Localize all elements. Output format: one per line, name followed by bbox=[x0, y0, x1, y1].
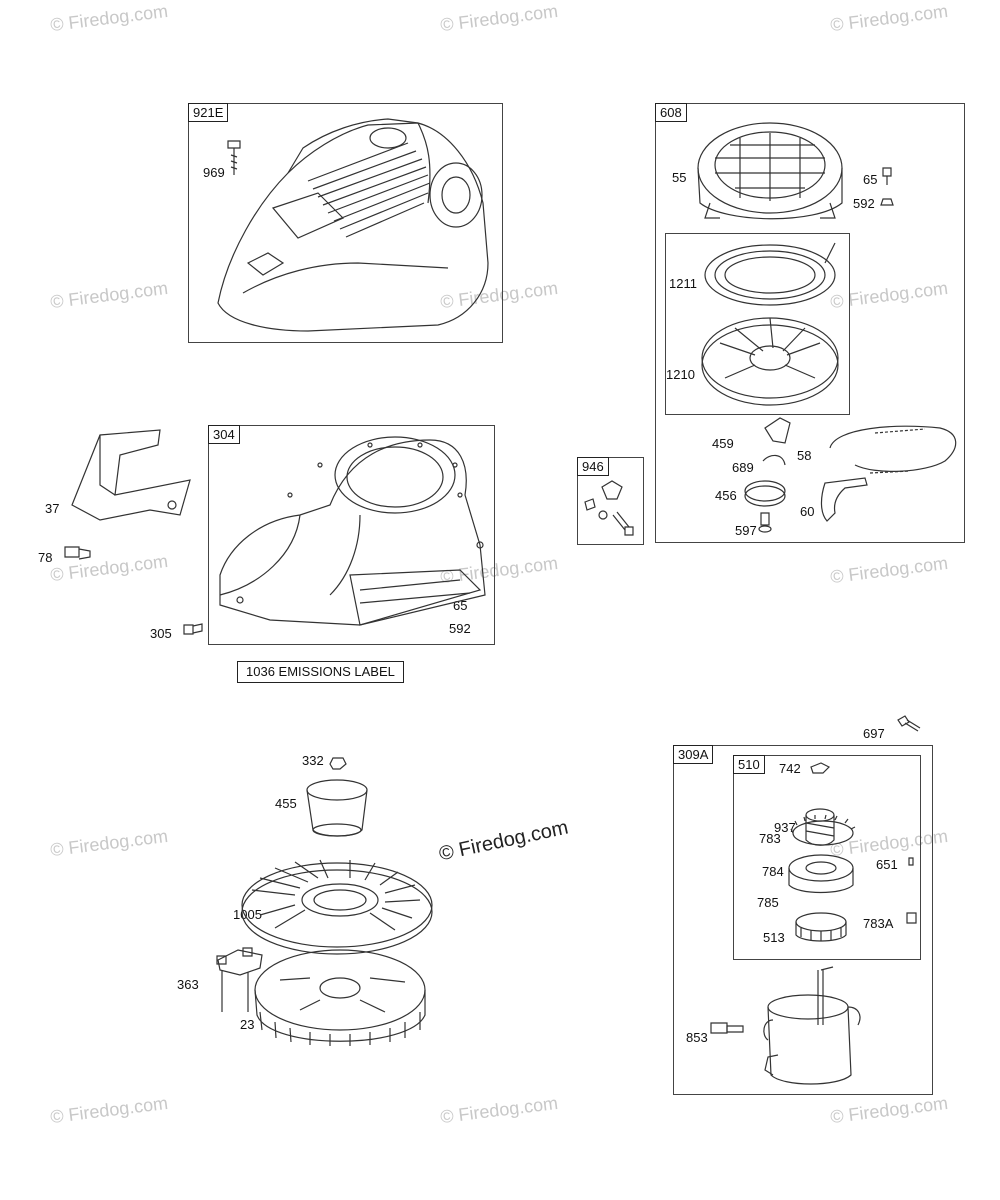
part-label-65-starter: 65 bbox=[863, 172, 878, 187]
part-label-783: 783 bbox=[759, 831, 781, 846]
watermark: © Firedog.com bbox=[439, 0, 560, 36]
watermark: © Firedog.com bbox=[829, 0, 950, 36]
center-watermark: © Firedog.com bbox=[437, 816, 571, 866]
part-label-697: 697 bbox=[863, 726, 885, 741]
part-label-853: 853 bbox=[686, 1030, 708, 1045]
part-label-592-starter: 592 bbox=[853, 196, 875, 211]
part-label-455: 455 bbox=[275, 796, 297, 811]
part-label-60: 60 bbox=[800, 504, 815, 519]
watermark: © Firedog.com bbox=[829, 552, 950, 588]
group-tag-510: 510 bbox=[733, 755, 765, 774]
watermark: © Firedog.com bbox=[829, 1092, 950, 1128]
part-label-305: 305 bbox=[150, 626, 172, 641]
watermark: © Firedog.com bbox=[49, 277, 170, 313]
part-label-55: 55 bbox=[672, 170, 687, 185]
part-label-651: 651 bbox=[876, 857, 898, 872]
part-label-689: 689 bbox=[732, 460, 754, 475]
group-box-608 bbox=[655, 103, 965, 543]
part-label-37: 37 bbox=[45, 501, 60, 516]
link-kit-illustration bbox=[577, 457, 644, 545]
part-label-969: 969 bbox=[203, 165, 225, 180]
group-box-921e bbox=[188, 103, 503, 343]
part-label-459: 459 bbox=[712, 436, 734, 451]
part-label-363: 363 bbox=[177, 977, 199, 992]
part-label-456: 456 bbox=[715, 488, 737, 503]
part-label-332: 332 bbox=[302, 753, 324, 768]
part-label-1211: 1211 bbox=[669, 276, 697, 291]
part-label-785: 785 bbox=[757, 895, 779, 910]
shroud-cover-illustration bbox=[188, 103, 503, 343]
watermark: © Firedog.com bbox=[49, 0, 170, 36]
starter-motor-illustration bbox=[673, 745, 933, 1095]
part-label-513: 513 bbox=[763, 930, 785, 945]
group-box-946 bbox=[577, 457, 644, 545]
rewind-starter-illustration bbox=[655, 103, 965, 543]
sub-box-spring-pulley bbox=[665, 233, 850, 415]
flywheel-illustration bbox=[200, 750, 420, 1050]
part-label-23: 23 bbox=[240, 1017, 255, 1032]
screw-697-illustration bbox=[895, 712, 925, 737]
group-tag-921e: 921E bbox=[188, 103, 229, 122]
part-label-742: 742 bbox=[779, 761, 801, 776]
blower-housing-illustration bbox=[60, 425, 500, 650]
group-tag-608: 608 bbox=[655, 103, 687, 122]
watermark: © Firedog.com bbox=[49, 1092, 170, 1128]
group-tag-946: 946 bbox=[577, 457, 609, 476]
emissions-label: 1036 EMISSIONS LABEL bbox=[237, 661, 404, 683]
group-box-309a bbox=[673, 745, 933, 1095]
part-label-784: 784 bbox=[762, 864, 784, 879]
part-label-937: 937 bbox=[774, 820, 796, 835]
part-label-58: 58 bbox=[797, 448, 812, 463]
group-tag-309a: 309A bbox=[673, 745, 714, 764]
part-label-1210: 1210 bbox=[666, 367, 695, 382]
part-label-78: 78 bbox=[38, 550, 53, 565]
part-label-783a: 783A bbox=[863, 916, 894, 931]
watermark: © Firedog.com bbox=[439, 1092, 560, 1128]
part-label-597: 597 bbox=[735, 523, 757, 538]
watermark: © Firedog.com bbox=[49, 825, 170, 861]
group-box-510 bbox=[733, 755, 921, 960]
part-label-1005: 1005 bbox=[233, 907, 262, 922]
part-label-592: 592 bbox=[449, 621, 471, 636]
group-tag-304: 304 bbox=[208, 425, 240, 444]
group-box-304 bbox=[208, 425, 495, 645]
